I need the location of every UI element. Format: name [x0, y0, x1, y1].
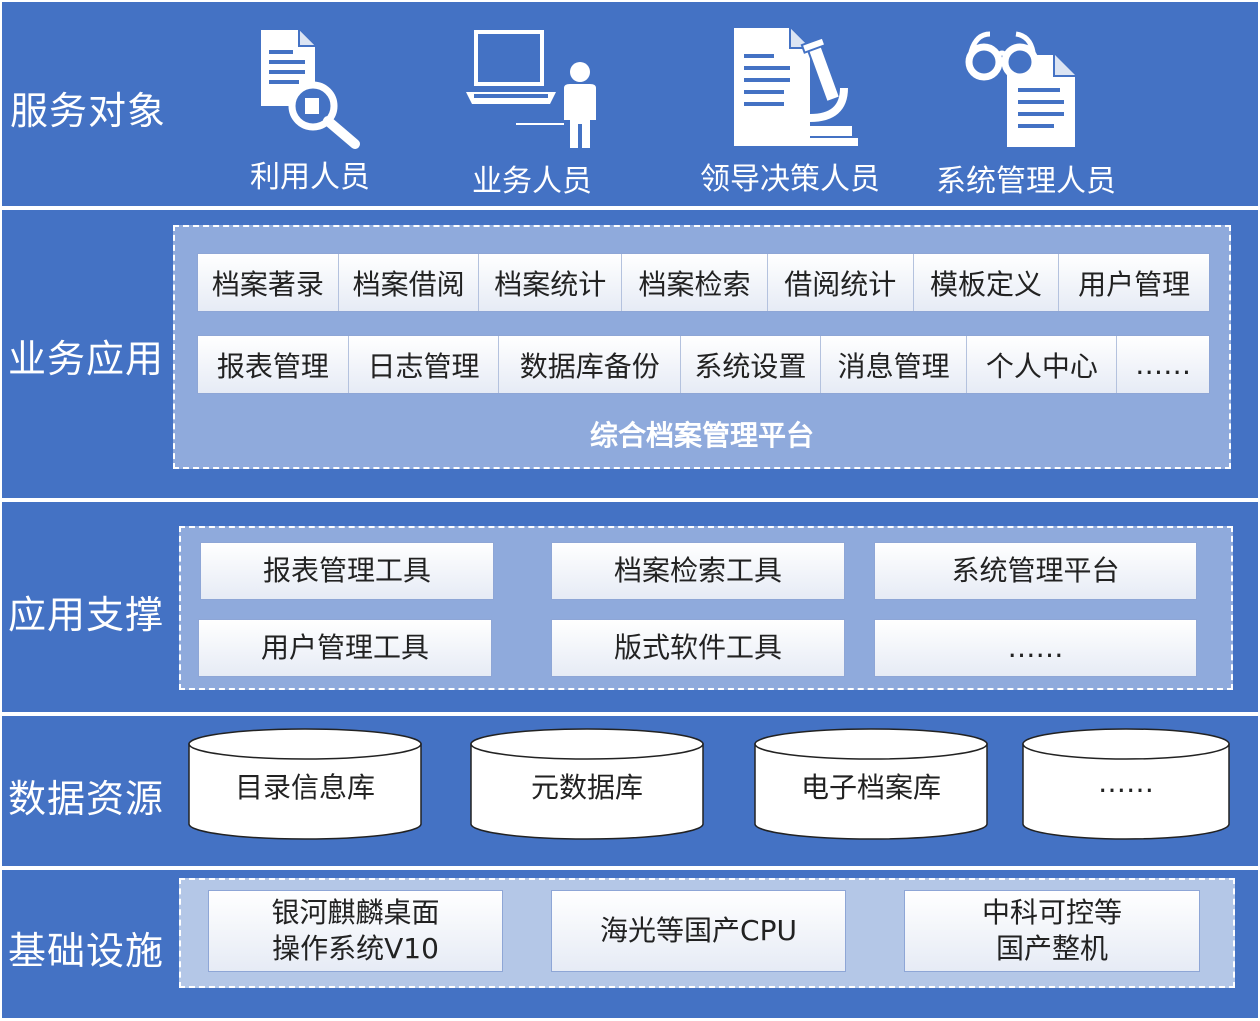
- app-module-more[interactable]: ……: [1135, 348, 1192, 381]
- app-module[interactable]: 档案著录: [198, 254, 339, 311]
- platform-label: 综合档案管理平台: [589, 419, 814, 452]
- app-module[interactable]: 数据库备份: [499, 336, 682, 393]
- infra-os[interactable]: 银河麒麟桌面 操作系统V10: [208, 890, 503, 972]
- persona-label: 系统管理人员: [936, 164, 1116, 199]
- database-label: ……: [1098, 766, 1154, 799]
- database-label: 目录信息库: [234, 771, 375, 804]
- database-cylinder[interactable]: 元数据库: [470, 728, 704, 840]
- infra-line: 操作系统V10: [272, 932, 439, 965]
- support-tool-more[interactable]: ……: [874, 619, 1197, 677]
- layer-label: 服务对象: [10, 89, 167, 133]
- app-module[interactable]: 档案借阅: [339, 254, 480, 311]
- infra-line: 银河麒麟桌面: [271, 896, 440, 929]
- laptop-user-icon: [466, 30, 596, 148]
- business-app-row-2: 报表管理 日志管理 数据库备份 系统设置 消息管理 个人中心 ……: [197, 335, 1210, 394]
- database-label: 元数据库: [530, 771, 643, 804]
- document-magnifier-icon: [261, 30, 360, 149]
- app-module[interactable]: 个人中心: [967, 336, 1118, 393]
- layer-label: 基础设施: [8, 929, 165, 973]
- support-tool[interactable]: 档案检索工具: [551, 542, 845, 600]
- persona-label: 领导决策人员: [700, 162, 880, 197]
- app-module[interactable]: 模板定义: [914, 254, 1060, 311]
- layer-service-objects: 服务对象 利用人员 业务人员: [2, 2, 1258, 206]
- business-app-row-1: 档案著录 档案借阅 档案统计 档案检索 借阅统计 模板定义 用户管理: [197, 253, 1210, 312]
- document-microscope-icon: [734, 28, 858, 146]
- app-module[interactable]: 日志管理: [349, 336, 500, 393]
- app-module[interactable]: 档案检索: [622, 254, 768, 311]
- infra-cpu[interactable]: 海光等国产CPU: [551, 890, 846, 972]
- app-module[interactable]: 系统设置: [681, 336, 821, 393]
- support-tool[interactable]: 用户管理工具: [198, 619, 492, 677]
- app-module[interactable]: 用户管理: [1078, 267, 1191, 301]
- glasses-document-icon: [965, 31, 1077, 149]
- persona-label: 利用人员: [250, 160, 370, 195]
- infra-line: 中科可控等: [981, 896, 1122, 929]
- database-label: 电子档案库: [800, 771, 941, 804]
- app-module[interactable]: 借阅统计: [768, 254, 914, 311]
- support-tool[interactable]: 报表管理工具: [200, 542, 494, 600]
- layer-label: 数据资源: [8, 777, 165, 821]
- database-cylinder[interactable]: ……: [1022, 728, 1230, 840]
- database-cylinder[interactable]: 电子档案库: [754, 728, 988, 840]
- infra-line: 国产整机: [995, 932, 1108, 965]
- layer-label: 业务应用: [8, 337, 165, 381]
- app-module[interactable]: 消息管理: [821, 336, 968, 393]
- infra-line: 海光等国产CPU: [600, 914, 797, 947]
- support-tool[interactable]: 版式软件工具: [551, 619, 845, 677]
- support-tool[interactable]: 系统管理平台: [874, 542, 1197, 600]
- persona-label: 业务人员: [472, 164, 592, 199]
- app-module[interactable]: 档案统计: [479, 254, 623, 311]
- layer-label: 应用支撑: [8, 593, 165, 637]
- infra-hardware[interactable]: 中科可控等 国产整机: [904, 890, 1200, 972]
- app-module[interactable]: 报表管理: [198, 336, 349, 393]
- database-cylinder[interactable]: 目录信息库: [188, 728, 422, 840]
